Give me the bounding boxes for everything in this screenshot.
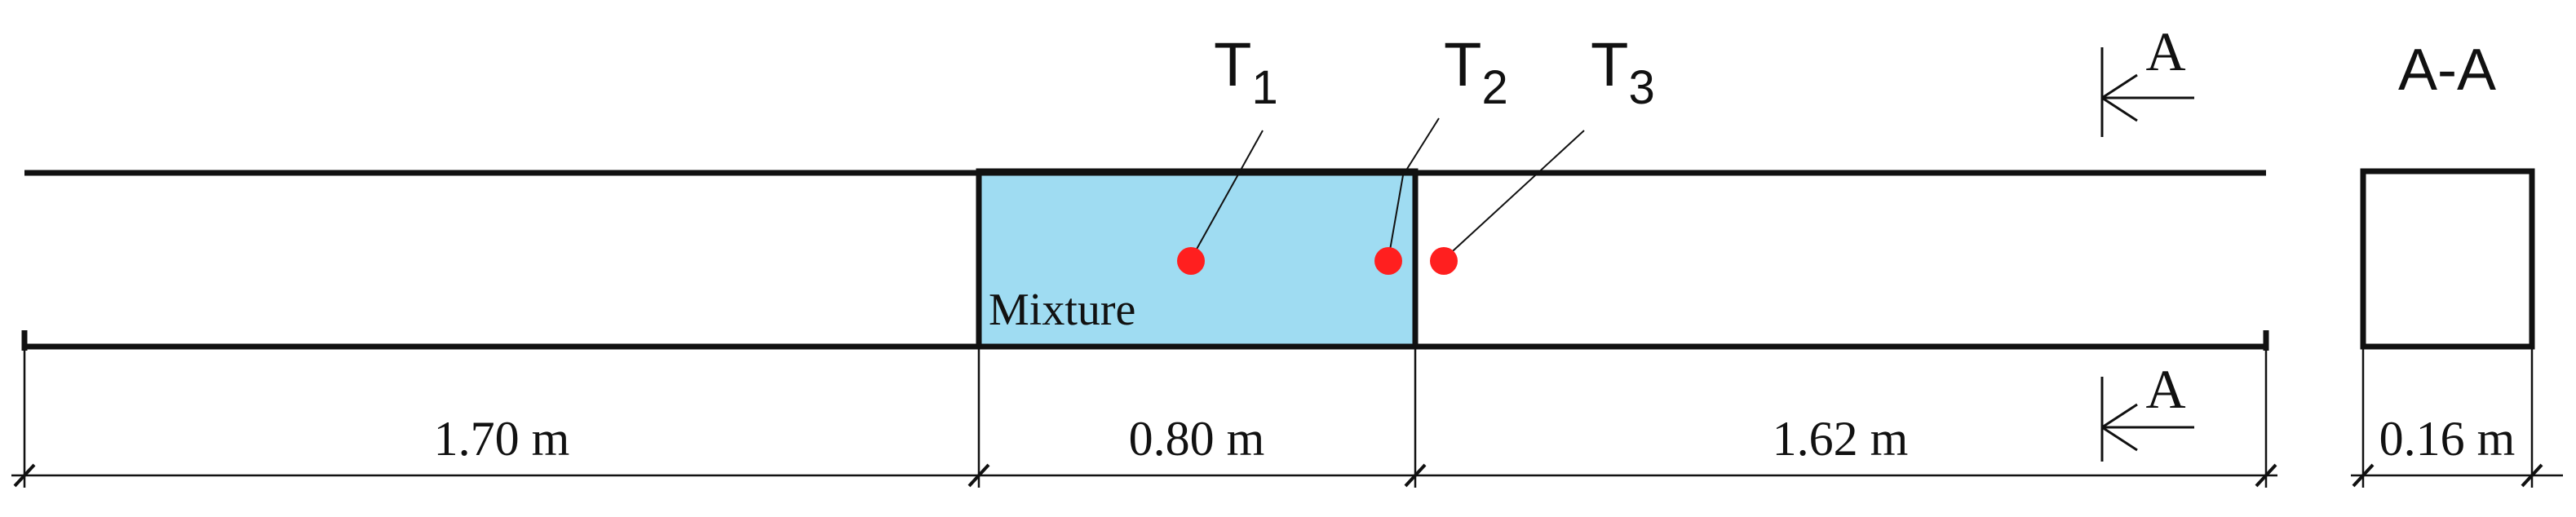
dim-label-left: 1.70 m bbox=[434, 412, 570, 466]
sensor-t1-dot bbox=[1177, 247, 1205, 275]
mixture-label: Mixture bbox=[989, 285, 1135, 335]
sensor-leader-lines bbox=[1190, 117, 1585, 260]
sensor-t2-label: T2 bbox=[1444, 30, 1508, 114]
sensor-t3-dot bbox=[1430, 247, 1458, 275]
dim-label-right: 1.62 m bbox=[1773, 412, 1909, 466]
tube-walls bbox=[21, 170, 2269, 351]
dim-label-mid: 0.80 m bbox=[1129, 412, 1265, 466]
section-marker-bottom bbox=[2100, 377, 2194, 462]
section-marker-top bbox=[2100, 47, 2194, 137]
dimension-ticks bbox=[13, 463, 2543, 488]
section-title: A-A bbox=[2398, 38, 2496, 103]
sensor-t3-label: T3 bbox=[1591, 30, 1655, 114]
section-marker-top-label: A bbox=[2145, 20, 2185, 82]
sensor-t2-dot bbox=[1374, 247, 1402, 275]
section-marker-bottom-label: A bbox=[2145, 358, 2185, 420]
section-square bbox=[2360, 168, 2535, 350]
sensor-t1-label: T1 bbox=[1214, 30, 1278, 114]
dim-label-section: 0.16 m bbox=[2379, 412, 2516, 466]
dimension-extension-lines bbox=[23, 347, 2534, 488]
